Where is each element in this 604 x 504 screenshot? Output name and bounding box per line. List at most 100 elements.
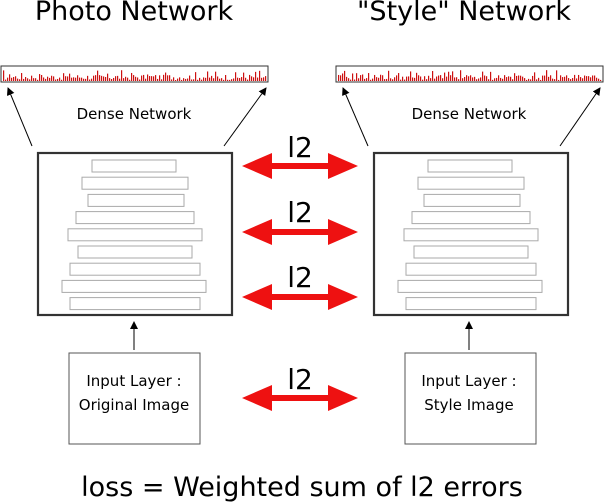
- feature-bar: [123, 78, 125, 81]
- feature-bar: [358, 78, 360, 81]
- feature-bar: [135, 76, 137, 81]
- feature-bar: [243, 72, 245, 81]
- feature-bar: [538, 77, 540, 81]
- feature-bar: [195, 72, 197, 81]
- loss-formula: loss = Weighted sum of l2 errors: [81, 472, 523, 503]
- feature-bar: [522, 76, 524, 81]
- feature-bar: [161, 79, 163, 81]
- feature-bar: [147, 74, 149, 81]
- double-arrow-icon: [242, 284, 358, 310]
- layer-rect: [87, 193, 185, 207]
- layer-rect: [67, 228, 203, 242]
- feature-bar: [13, 76, 15, 81]
- feature-bar: [574, 74, 576, 81]
- feature-bar: [396, 75, 398, 81]
- style-left-up-arrow: [342, 87, 369, 147]
- layer-rect: [405, 297, 537, 311]
- feature-bar: [19, 79, 21, 81]
- feature-bar: [23, 78, 25, 81]
- feature-bar: [169, 75, 171, 81]
- feature-bar: [460, 70, 462, 81]
- feature-bar: [179, 77, 181, 81]
- photo-input-label-2: Original Image: [79, 396, 189, 414]
- feature-bar: [386, 78, 388, 81]
- feature-bar: [77, 75, 79, 81]
- feature-bar: [45, 78, 47, 81]
- feature-bar: [342, 73, 344, 81]
- feature-bar: [71, 77, 73, 81]
- feature-bar: [149, 76, 151, 81]
- feature-bar: [241, 77, 243, 81]
- feature-bar: [265, 76, 267, 81]
- feature-bar: [468, 76, 470, 81]
- feature-bar: [422, 79, 424, 81]
- feature-bar: [237, 77, 239, 81]
- feature-bar: [554, 79, 556, 81]
- photo-dense-label: Dense Network: [77, 105, 192, 123]
- feature-bar: [95, 75, 97, 81]
- feature-bar: [382, 75, 384, 81]
- feature-bar: [101, 75, 103, 81]
- double-arrow-icon: [242, 219, 358, 245]
- feature-bar: [17, 78, 19, 81]
- feature-bar: [436, 76, 438, 81]
- feature-bar: [221, 78, 223, 81]
- feature-bar: [155, 75, 157, 81]
- feature-bar: [444, 72, 446, 81]
- l2-label-3: l2: [287, 261, 313, 294]
- feature-bar: [402, 76, 404, 81]
- feature-bar: [562, 77, 564, 81]
- feature-bar: [25, 77, 27, 81]
- feature-bar: [205, 77, 207, 81]
- feature-bar: [133, 75, 135, 81]
- photo-feature-strip: [0, 65, 269, 83]
- feature-bar: [360, 75, 362, 81]
- feature-bar: [506, 77, 508, 81]
- feature-bar: [173, 77, 175, 81]
- feature-bar: [177, 78, 179, 81]
- feature-bar: [255, 71, 257, 81]
- feature-bar: [388, 70, 390, 81]
- feature-bar: [478, 78, 480, 81]
- feature-bar: [536, 79, 538, 81]
- feature-bar: [141, 75, 143, 81]
- layer-rect: [69, 262, 201, 276]
- feature-bar: [380, 74, 382, 81]
- feature-bar: [340, 75, 342, 81]
- feature-bar: [484, 75, 486, 81]
- feature-bar: [231, 79, 233, 81]
- feature-bar: [163, 74, 165, 81]
- feature-bar: [378, 77, 380, 81]
- feature-bar: [480, 77, 482, 81]
- feature-bar: [492, 79, 494, 81]
- feature-bar: [372, 78, 374, 81]
- feature-bar: [432, 71, 434, 81]
- feature-bar: [474, 76, 476, 81]
- feature-bar: [502, 78, 504, 81]
- feature-bar: [572, 78, 574, 81]
- feature-bar: [87, 75, 89, 81]
- feature-bar: [584, 75, 586, 81]
- feature-bar: [247, 79, 249, 81]
- feature-bar: [53, 76, 55, 81]
- feature-bar: [111, 79, 113, 81]
- feature-bar: [548, 76, 550, 81]
- feature-bar: [211, 75, 213, 81]
- feature-bar: [167, 75, 169, 81]
- style-feature-bars: [338, 70, 602, 81]
- feature-bar: [356, 73, 358, 81]
- feature-bar: [568, 78, 570, 81]
- feature-bar: [514, 73, 516, 81]
- feature-bar: [31, 75, 33, 81]
- feature-bar: [434, 78, 436, 81]
- feature-bar: [151, 76, 153, 81]
- feature-bar: [446, 76, 448, 81]
- l2-connection-4: l2: [242, 363, 358, 411]
- feature-bar: [348, 78, 350, 81]
- feature-bar: [450, 75, 452, 81]
- feature-bar: [209, 77, 211, 81]
- feature-bar: [520, 75, 522, 81]
- feature-bar: [49, 77, 51, 81]
- feature-bar: [542, 75, 544, 81]
- feature-bar: [69, 73, 71, 81]
